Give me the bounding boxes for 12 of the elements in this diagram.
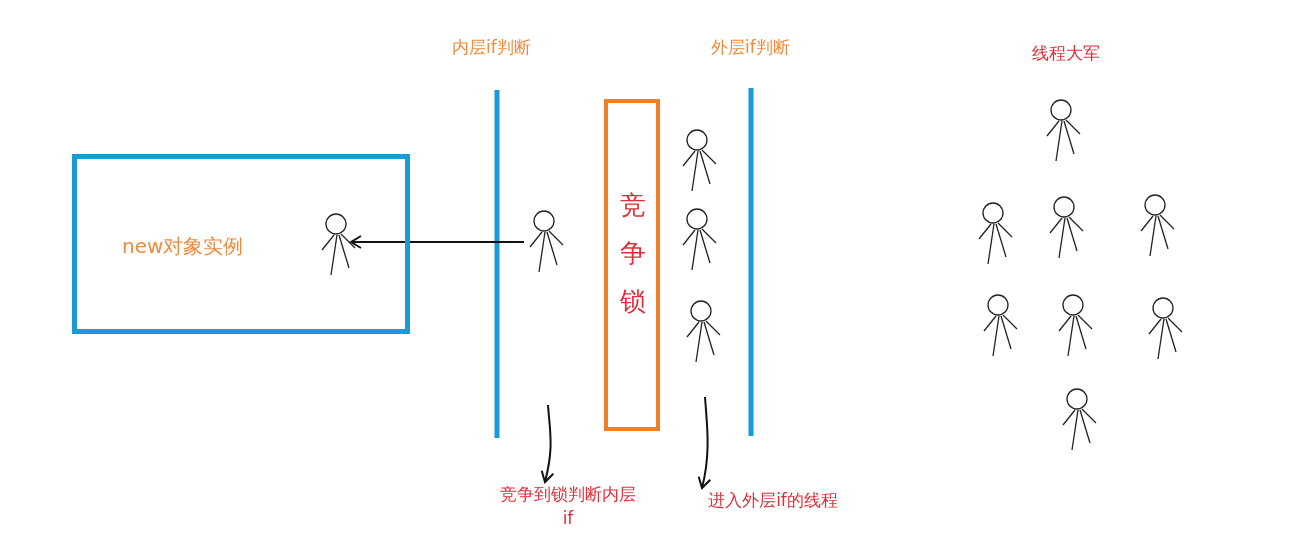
- caption-text: 竞争到锁判断内层 if: [499, 483, 637, 530]
- lock-label: 竞争锁: [619, 189, 647, 318]
- box-label: new对象实例: [122, 233, 244, 260]
- arrow: [697, 396, 712, 489]
- heading-label: 内层if判断: [452, 36, 531, 59]
- caption-text: 进入外层if的线程: [707, 489, 839, 512]
- arrow: [350, 235, 525, 249]
- object-box: [72, 154, 410, 334]
- lock-box: [604, 99, 660, 431]
- heading-label: 外层if判断: [711, 36, 790, 59]
- arrow: [540, 404, 555, 483]
- heading-label: 线程大军: [1032, 42, 1100, 65]
